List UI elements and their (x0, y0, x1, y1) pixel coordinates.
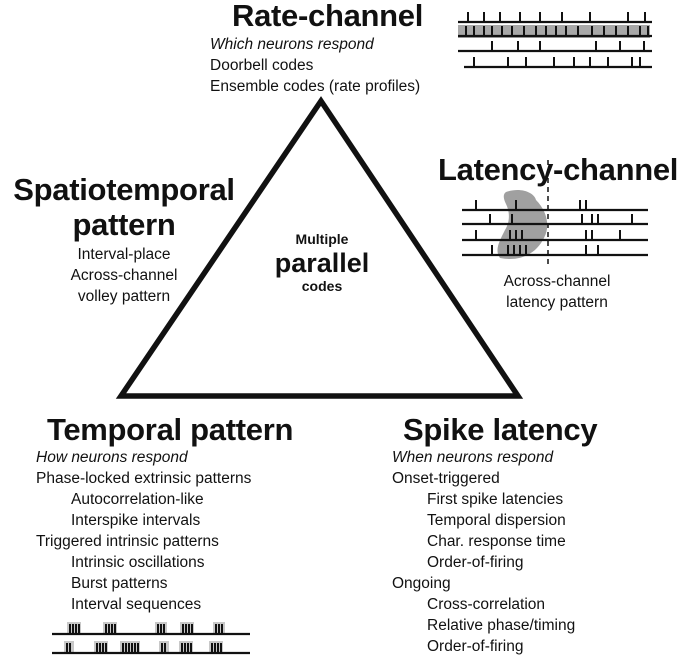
spike-latency-item: Relative phase/timing (427, 617, 576, 634)
temporal-item: Interval sequences (71, 596, 202, 613)
rate-channel-title: Rate-channel (232, 0, 424, 33)
temporal-item: Autocorrelation-like (71, 491, 204, 508)
spike-latency-item: First spike latencies (427, 491, 564, 508)
center-line1: Multiple (295, 231, 349, 247)
spike-latency-item: Cross-correlation (427, 596, 546, 613)
temporal-item: Burst patterns (71, 575, 168, 592)
temporal-item: Intrinsic oscillations (71, 554, 205, 571)
spatiotemporal-title-line1: Spatiotemporal (13, 172, 235, 207)
temporal-pattern-raster (52, 622, 250, 655)
temporal-item: Triggered intrinsic patterns (36, 533, 219, 550)
rate-channel-item: Doorbell codes (210, 57, 314, 74)
latency-channel-caption: Across-channel latency pattern (478, 271, 636, 313)
codes-triangle (115, 96, 524, 399)
temporal-pattern-subtitle: How neurons respond (36, 449, 188, 466)
temporal-pattern-title: Temporal pattern (47, 412, 294, 447)
spike-latency-item: Char. response time (427, 533, 566, 550)
spike-latency-item: Temporal dispersion (427, 512, 566, 529)
latency-caption-line2: latency pattern (506, 294, 608, 311)
latency-channel-title: Latency-channel (438, 152, 677, 187)
latency-channel-raster (462, 160, 648, 266)
spatiotemporal-block: Spatiotemporal pattern Interval-place Ac… (0, 172, 248, 307)
spike-latency-item: Order-of-firing (427, 554, 524, 571)
rate-channel-item: Ensemble codes (rate profiles) (210, 78, 421, 95)
spike-latency-item: Onset-triggered (392, 470, 500, 487)
spatiotemporal-item: Across-channel (70, 267, 178, 284)
temporal-pattern-list: How neurons respond Phase-locked extrins… (36, 447, 251, 615)
spike-latency-item: Ongoing (392, 575, 451, 592)
rate-channel-subtitle: Which neurons respond (210, 36, 374, 53)
spatiotemporal-item: Interval-place (77, 246, 171, 263)
latency-caption-line1: Across-channel (503, 273, 611, 290)
rate-raster-shade (458, 25, 650, 38)
temporal-item: Interspike intervals (71, 512, 201, 529)
center-line2: parallel (274, 248, 370, 278)
spike-latency-list: When neurons respond Onset-triggered Fir… (392, 447, 575, 657)
spike-latency-item: Order-of-firing (427, 638, 524, 655)
spatiotemporal-title-line2: pattern (72, 207, 176, 242)
center-label: Multiple parallel codes (257, 230, 387, 294)
temporal-item: Phase-locked extrinsic patterns (36, 470, 252, 487)
spike-latency-subtitle: When neurons respond (392, 449, 554, 466)
spatiotemporal-item: volley pattern (77, 288, 171, 305)
spike-latency-title: Spike latency (403, 412, 598, 447)
center-line3: codes (301, 278, 343, 294)
rate-channel-raster (458, 12, 652, 69)
